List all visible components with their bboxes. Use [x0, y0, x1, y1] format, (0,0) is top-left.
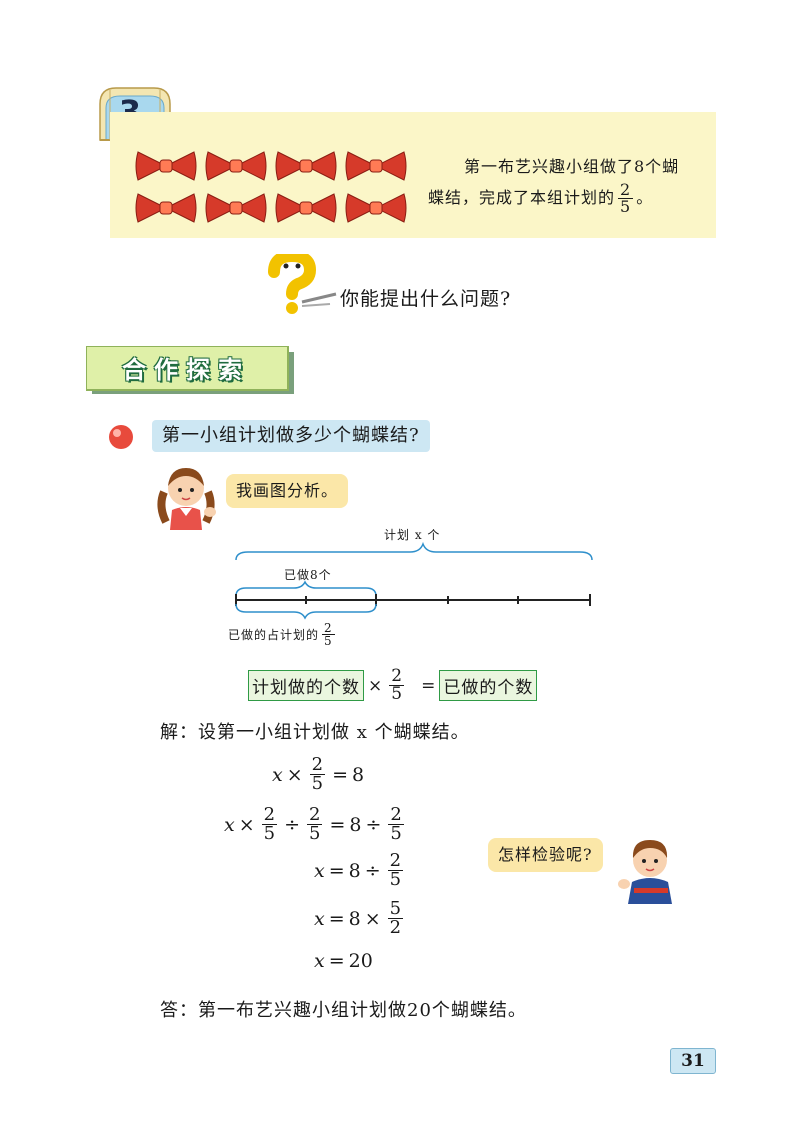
bow-icon: [135, 193, 197, 223]
solution-intro: 解：设第一小组计划做 x 个蝴蝶结。: [160, 722, 470, 743]
equals-sign: =: [328, 950, 345, 972]
fraction-denominator: 5: [388, 823, 404, 844]
problem-line-2-text: 蝶结，完成了本组计划的: [428, 188, 616, 207]
section-title: 合作探索: [122, 356, 250, 384]
bow-icon: [205, 151, 267, 181]
bow-icon: [275, 151, 337, 181]
question-mascot: [266, 249, 576, 316]
operator: ×: [238, 813, 255, 836]
fraction-numerator: 2: [620, 180, 632, 199]
equals-sign: =: [328, 907, 345, 930]
var-x: x: [224, 813, 235, 836]
value: 8: [352, 763, 365, 786]
prompt-question: 你能提出什么问题?: [340, 288, 512, 310]
bow-icon: [205, 193, 267, 223]
plan-label: 计划 x 个: [384, 528, 441, 542]
fraction-denominator: 5: [389, 684, 405, 704]
bow-icon: [345, 193, 407, 223]
var-x: x: [272, 763, 283, 786]
value: 8: [348, 907, 361, 930]
times-sign: ×: [368, 675, 383, 696]
fraction-numerator: 2: [390, 804, 402, 825]
fraction-numerator: 2: [391, 666, 403, 686]
problem-line-2-end: 。: [636, 188, 654, 207]
bow-grid: [134, 148, 410, 228]
fraction-denominator: 2: [387, 917, 404, 938]
section-banner: [85, 345, 296, 396]
done-count-box: 已做的个数: [439, 670, 538, 701]
operator: ÷: [284, 813, 301, 836]
question-mark-icon: [268, 249, 337, 314]
boy-avatar: [616, 836, 682, 904]
equals-sign: =: [421, 675, 436, 696]
bow-icon: [345, 151, 407, 181]
fraction-numerator: 5: [389, 898, 402, 919]
operator: ÷: [364, 859, 381, 882]
planned-count-box: 计划做的个数: [248, 670, 364, 701]
girl-speech-bubble: 我画图分析。: [226, 474, 349, 508]
fraction-denominator: 5: [387, 869, 404, 890]
fraction-denominator: 5: [322, 634, 335, 648]
page-number: 31: [670, 1048, 716, 1074]
fraction-numerator: 2: [311, 754, 324, 775]
equals-sign: =: [332, 763, 349, 786]
operator: ×: [286, 763, 303, 786]
operator: ×: [364, 907, 381, 930]
boy-speech-bubble: 怎样检验呢?: [488, 838, 603, 872]
ratio-label-text: 已做的占计划的: [228, 628, 320, 642]
value: 20: [348, 950, 373, 972]
bow-icon: [275, 193, 337, 223]
done-label: 已做8个: [284, 568, 332, 582]
fraction-numerator: 2: [389, 850, 402, 871]
fraction-denominator: 5: [307, 823, 323, 844]
var-x: x: [314, 950, 325, 972]
fraction-denominator: 5: [261, 823, 278, 844]
bullet-ball-icon: [108, 424, 134, 450]
fraction-denominator: 5: [309, 773, 326, 794]
equation-5: x = 20: [314, 950, 373, 972]
fraction-numerator: 2: [309, 804, 321, 825]
answer-text: 答：第一布艺兴趣小组计划做20个蝴蝶结。: [160, 1000, 527, 1021]
var-x: x: [314, 907, 325, 930]
equals-sign: =: [329, 813, 346, 836]
bow-icon: [135, 151, 197, 181]
sub-question: 第一小组计划做多少个蝴蝶结?: [152, 420, 430, 452]
problem-line-1: 第一布艺兴趣小组做了8个蝴: [464, 157, 680, 176]
value: 8: [349, 813, 362, 836]
fraction-denominator: 5: [618, 197, 634, 216]
var-x: x: [314, 859, 325, 882]
equals-sign: =: [328, 859, 345, 882]
operator: ÷: [365, 813, 382, 836]
fraction-numerator: 2: [324, 621, 333, 635]
girl-avatar: [150, 462, 222, 530]
fraction-numerator: 2: [263, 804, 276, 825]
value: 8: [348, 859, 361, 882]
